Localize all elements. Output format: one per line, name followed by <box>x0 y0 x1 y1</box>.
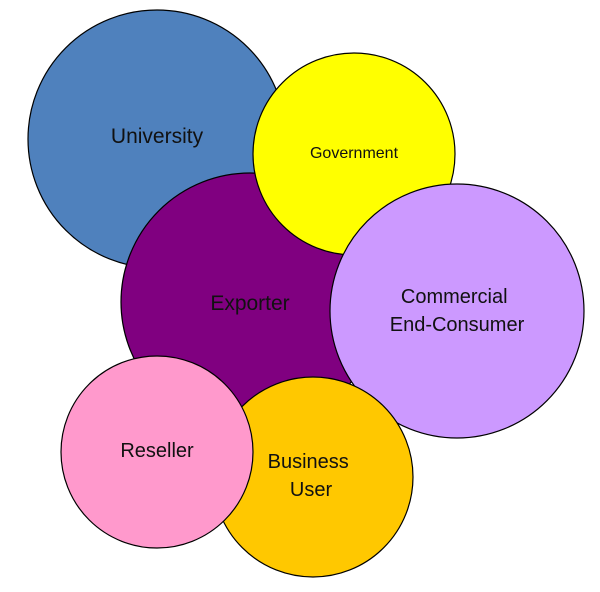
bubble-government-label-line-1: Government <box>310 145 399 162</box>
bubble-university-label-line-1: University <box>111 125 204 148</box>
bubble-exporter-label-line-1: Exporter <box>210 292 289 315</box>
bubble-business-user: Business User <box>212 376 414 578</box>
bubble-reseller-label-line-1: Reseller <box>120 440 194 462</box>
bubble-business-label-line-1: Business <box>268 451 349 473</box>
bubble-reseller-label: Reseller <box>120 440 194 462</box>
bubble-government-label: Government <box>310 145 399 162</box>
bubble-commercial-shape <box>329 183 585 439</box>
bubble-commercial-label-line-2: End-Consumer <box>390 314 525 336</box>
bubble-exporter-label: Exporter <box>210 292 289 315</box>
bubble-commercial-end-consumer: Commercial End-Consumer <box>329 183 585 439</box>
bubble-reseller: Reseller <box>60 355 254 549</box>
bubble-business-label: Business User <box>268 451 355 501</box>
bubble-reseller-shape <box>60 355 254 549</box>
bubble-university-label: University <box>111 125 204 148</box>
bubble-commercial-label: Commercial End-Consumer <box>390 286 525 336</box>
bubble-business-label-line-2: User <box>290 479 333 501</box>
bubble-commercial-label-line-1: Commercial <box>401 286 508 308</box>
